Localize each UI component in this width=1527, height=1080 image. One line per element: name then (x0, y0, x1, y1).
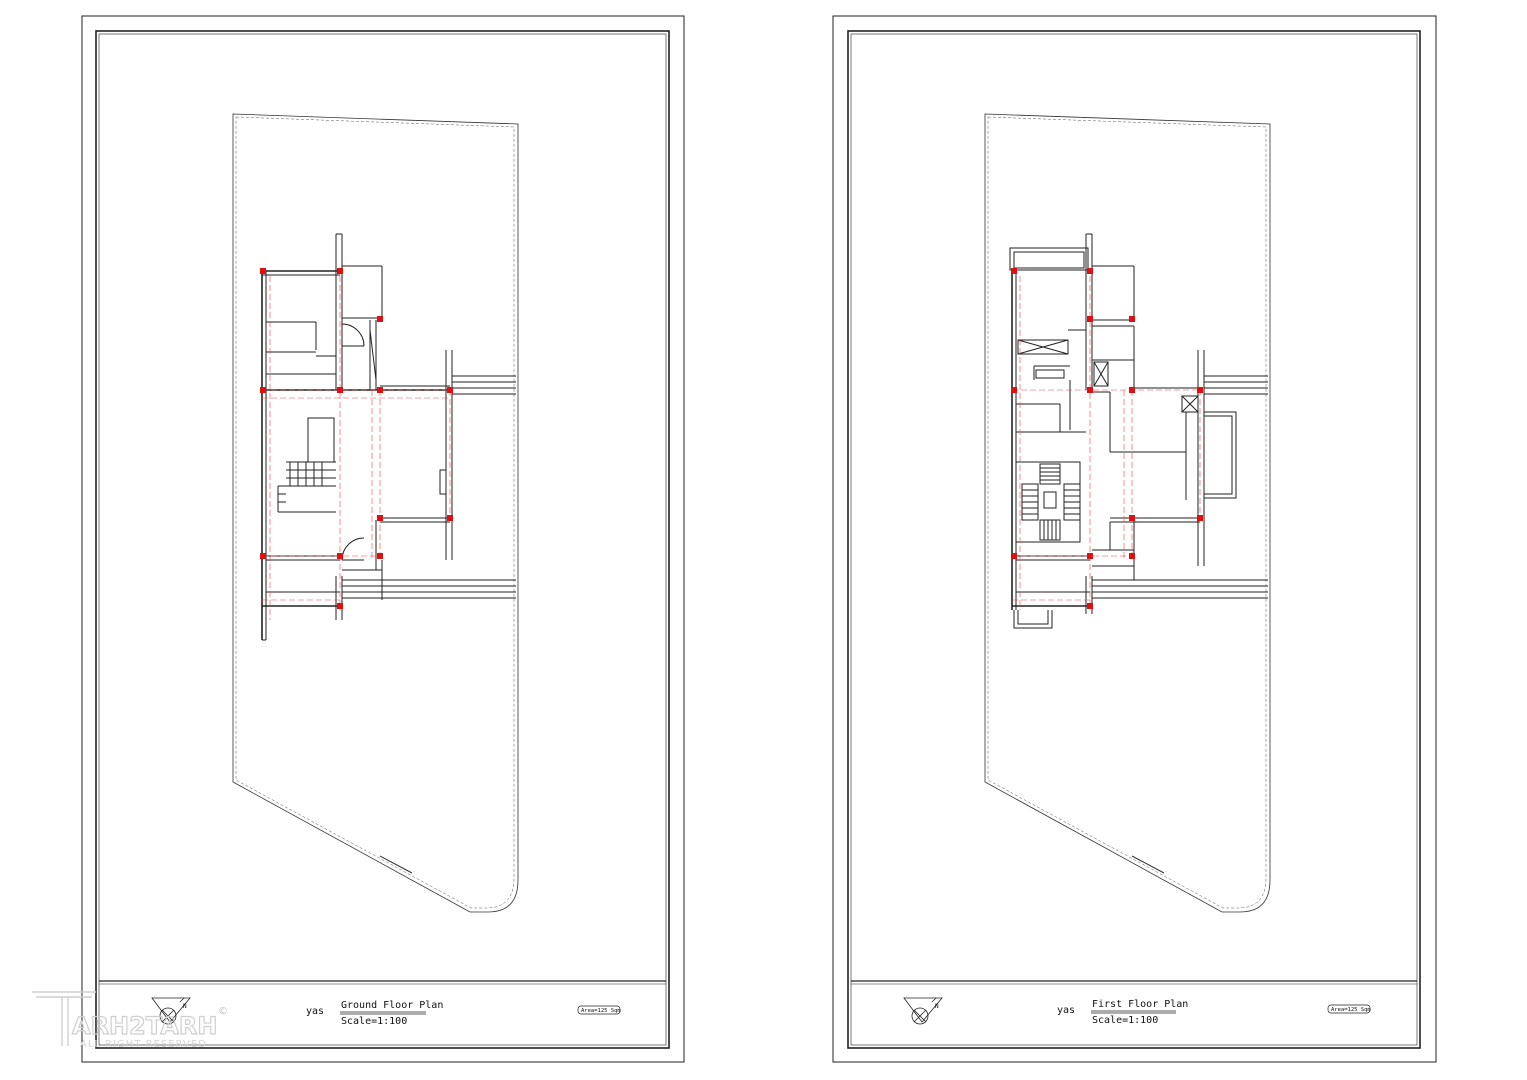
plan-scale: Scale=1:100 (341, 1016, 407, 1027)
sheet-inner-border-2 (850, 33, 1418, 1046)
site-boundary (984, 113, 1271, 913)
watermark-logo: ARH2TARH ALL RIGHT RESERVED © (32, 991, 228, 1050)
sheet-first-floor: N yas First Floor Plan Scale=1:100 Area=… (832, 15, 1437, 1063)
first-floor-plan (1009, 233, 1268, 629)
plan-scale: Scale=1:100 (1092, 1015, 1158, 1026)
grid-axes (1012, 276, 1201, 610)
sheet-ground-floor: N yas Ground Floor Plan Scale=1:100 Area… (81, 15, 685, 1063)
svg-text:N: N (183, 1003, 187, 1010)
logo-emblem-icon (32, 991, 96, 1046)
area-label: Area=125 Sqm (581, 1008, 621, 1014)
logo-name: ARH2TARH (72, 1012, 218, 1040)
logo-copyright-mark: © (218, 1006, 228, 1017)
plan-title: First Floor Plan (1092, 999, 1188, 1010)
north-arrow: N (903, 997, 943, 1025)
owner-label: yas (306, 1006, 324, 1017)
logo-tagline: ALL RIGHT RESERVED (80, 1039, 207, 1050)
sheet-outer-border (832, 15, 1437, 1063)
sheet-inner-border (847, 30, 1421, 1049)
sheet-inner-border-2 (98, 33, 667, 1046)
columns (260, 268, 453, 609)
plan-title: Ground Floor Plan (341, 1000, 443, 1011)
owner-label: yas (1057, 1005, 1075, 1016)
north-arrow: N (151, 997, 191, 1025)
grid-axes (262, 276, 451, 620)
site-boundary (232, 113, 519, 913)
ground-floor-plan (261, 233, 516, 641)
columns (1011, 268, 1203, 609)
area-label: Area=125 Sqm (1331, 1007, 1371, 1013)
sheet-outer-border (81, 15, 685, 1063)
svg-text:N: N (935, 1003, 939, 1010)
sheet-inner-border (95, 30, 670, 1049)
